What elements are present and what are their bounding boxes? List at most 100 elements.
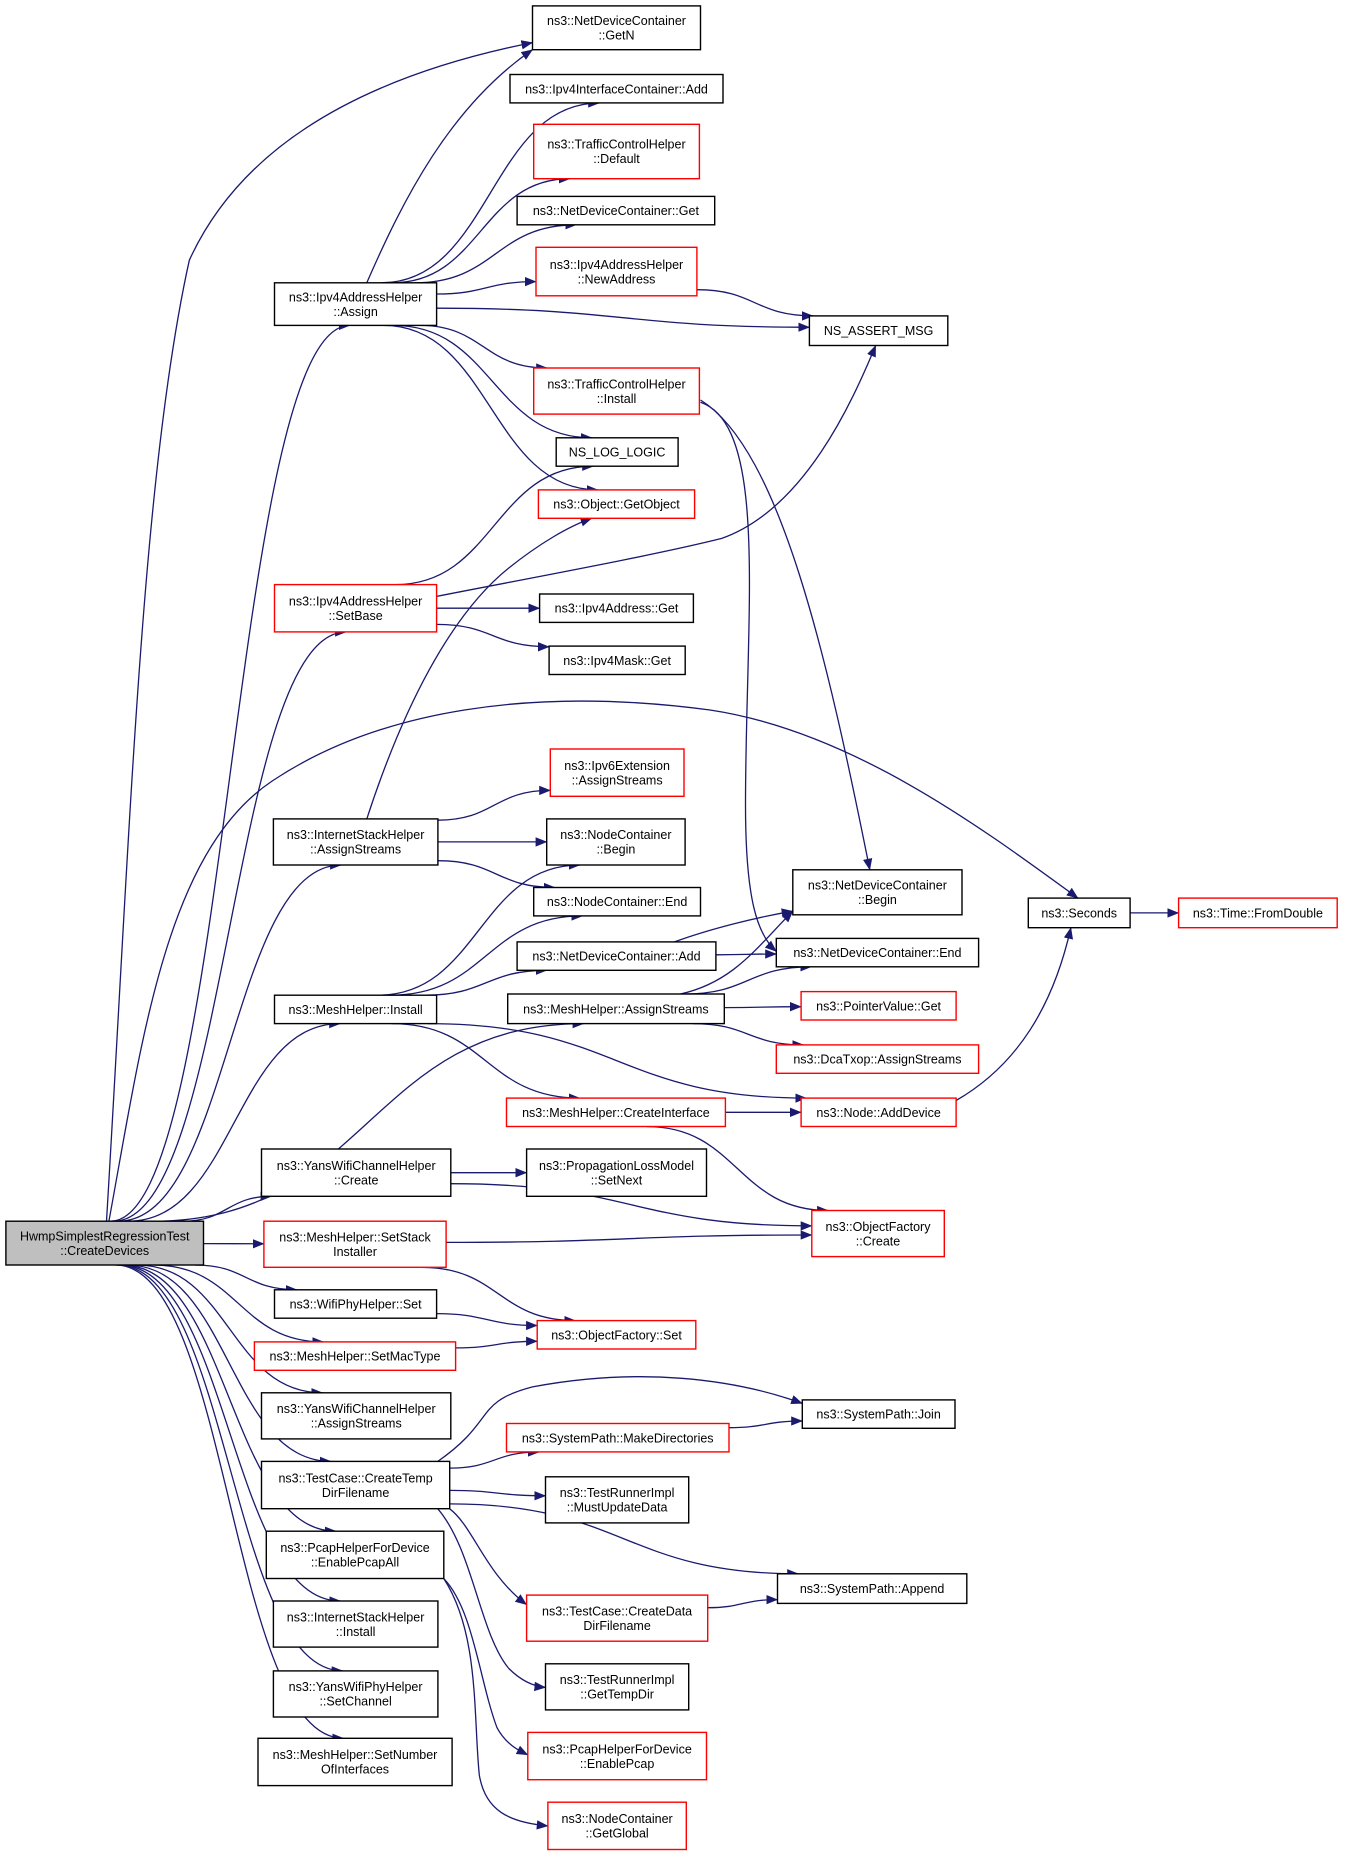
function-node-ywph_setch[interactable]: ns3::YansWifiPhyHelper::SetChannel — [272, 1670, 439, 1718]
function-node-of_create[interactable]: ns3::ObjectFactory::Create — [811, 1209, 945, 1258]
node-label-line: ns3::YansWifiChannelHelper — [277, 1402, 436, 1416]
node-label-line: ::GetTempDir — [580, 1688, 654, 1702]
call-edge-ipv4ah_setbase-to-ipv4mask_get — [436, 623, 550, 652]
function-node-phfd_enableall[interactable]: ns3::PcapHelperForDevice::EnablePcapAll — [265, 1530, 445, 1580]
node-box — [257, 1737, 453, 1787]
function-node-ywch_create[interactable]: ns3::YansWifiChannelHelper::Create — [260, 1148, 452, 1197]
function-node-tri_mustupdate[interactable]: ns3::TestRunnerImpl::MustUpdateData — [544, 1476, 690, 1524]
function-node-wph_set[interactable]: ns3::WifiPhyHelper::Set — [273, 1289, 438, 1319]
node-label-line: ns3::WifiPhyHelper::Set — [290, 1298, 423, 1312]
node-box — [273, 1289, 438, 1319]
node-box — [507, 993, 726, 1025]
call-edge-tc_createdata-to-sp_append — [707, 1594, 779, 1609]
function-node-sp_mkdirs[interactable]: ns3::SystemPath::MakeDirectories — [505, 1422, 730, 1453]
call-edge-mh_setmac-to-of_set — [455, 1336, 538, 1349]
call-edge-mh_createif-to-of_create — [646, 1125, 829, 1216]
function-node-ns_log[interactable]: NS_LOG_LOGIC — [555, 437, 679, 467]
node-label-line: ns3::PropagationLossModel — [539, 1159, 694, 1173]
node-label-line: ns3::DcaTxop::AssignStreams — [793, 1053, 961, 1067]
function-node-ipv4ic_add[interactable]: ns3::Ipv4InterfaceContainer::Add — [509, 73, 724, 104]
function-node-pv_get[interactable]: ns3::PointerValue::Get — [800, 990, 957, 1021]
node-label-line: ::Default — [593, 152, 640, 166]
function-node-ndc_get[interactable]: ns3::NetDeviceContainer::Get — [516, 195, 716, 226]
call-edge-mh_install-to-mh_createif — [391, 1022, 581, 1103]
function-node-ipv6ext_as[interactable]: ns3::Ipv6Extension::AssignStreams — [549, 748, 685, 797]
function-node-tri_gettemp[interactable]: ns3::TestRunnerImpl::GetTempDir — [544, 1663, 690, 1711]
function-node-mh_createif[interactable]: ns3::MeshHelper::CreateInterface — [505, 1097, 727, 1128]
function-node-nc_end[interactable]: ns3::NodeContainer::End — [533, 886, 702, 917]
function-node-obj_getobject[interactable]: ns3::Object::GetObject — [537, 489, 696, 519]
function-node-node_adddev[interactable]: ns3::Node::AddDevice — [800, 1097, 957, 1128]
node-label-line: ::AssignStreams — [310, 843, 401, 857]
function-node-ish_as[interactable]: ns3::InternetStackHelper::AssignStreams — [272, 818, 439, 866]
node-label-line: NS_ASSERT_MSG — [824, 324, 934, 338]
node-label-line: ns3::TrafficControlHelper — [547, 377, 685, 391]
function-node-nc_begin[interactable]: ns3::NodeContainer::Begin — [546, 818, 686, 866]
function-node-ndc_end[interactable]: ns3::NetDeviceContainer::End — [775, 937, 980, 968]
node-box — [538, 593, 695, 624]
function-node-mh_install[interactable]: ns3::MeshHelper::Install — [273, 994, 438, 1025]
node-box — [555, 437, 679, 467]
call-edge-tch_install-to-ndc_begin — [700, 399, 873, 871]
call-edge-ipv4ah_assign-to-obj_getobject — [383, 324, 599, 495]
function-node-ish_install[interactable]: ns3::InternetStackHelper::Install — [272, 1600, 439, 1648]
function-node-ipv4addr_get[interactable]: ns3::Ipv4Address::Get — [538, 593, 695, 624]
call-edge-ipv4ah_assign-to-tch_default — [391, 174, 571, 284]
function-node-ns_assert[interactable]: NS_ASSERT_MSG — [808, 315, 949, 347]
function-node-mh_setmac[interactable]: ns3::MeshHelper::SetMacType — [253, 1341, 457, 1372]
call-edge-ipv4ah_assign-to-ns_assert — [436, 307, 810, 332]
function-node-ipv4ah_newaddr[interactable]: ns3::Ipv4AddressHelper::NewAddress — [535, 246, 698, 297]
call-edge-mh_setstack-to-of_set — [421, 1266, 577, 1326]
function-node-time_fromdouble[interactable]: ns3::Time::FromDouble — [1177, 897, 1338, 929]
node-label-line: ::EnablePcap — [580, 1757, 654, 1771]
function-node-ndc_add[interactable]: ns3::NetDeviceContainer::Add — [516, 941, 717, 972]
node-label-line: DirFilename — [583, 1619, 650, 1633]
node-label-line: ns3::NetDeviceContainer::Get — [533, 204, 700, 218]
call-edge-ish_as-to-nc_end — [437, 860, 556, 893]
node-box — [533, 123, 701, 180]
node-label-line: ::Create — [334, 1173, 379, 1187]
function-node-ywch_as[interactable]: ns3::YansWifiChannelHelper::AssignStream… — [260, 1392, 452, 1440]
function-node-tch_install[interactable]: ns3::TrafficControlHelper::Install — [533, 367, 701, 415]
function-node-tch_default[interactable]: ns3::TrafficControlHelper::Default — [533, 123, 701, 180]
call-edge-sp_mkdirs-to-sp_join — [728, 1416, 803, 1429]
function-node-sp_append[interactable]: ns3::SystemPath::Append — [776, 1573, 968, 1605]
function-node-sp_join[interactable]: ns3::SystemPath::Join — [801, 1399, 956, 1430]
function-node-ipv4ah_assign[interactable]: ns3::Ipv4AddressHelper::Assign — [273, 282, 438, 327]
function-node-of_set[interactable]: ns3::ObjectFactory::Set — [536, 1319, 697, 1350]
function-node-ndc_begin[interactable]: ns3::NetDeviceContainer::Begin — [792, 869, 963, 916]
node-label-line: ns3::PcapHelperForDevice — [542, 1742, 691, 1756]
function-node-ipv4mask_get[interactable]: ns3::Ipv4Mask::Get — [548, 645, 686, 676]
node-box — [509, 73, 724, 104]
node-label-line: ::SetChannel — [319, 1695, 391, 1709]
node-box — [776, 1573, 968, 1605]
node-label-line: NS_LOG_LOGIC — [569, 446, 666, 460]
call-edge-root-to-phfd_enableall — [122, 1264, 337, 1536]
function-node-dca_as[interactable]: ns3::DcaTxop::AssignStreams — [775, 1044, 980, 1075]
function-node-nc_getglobal[interactable]: ns3::NodeContainer::GetGlobal — [547, 1801, 688, 1851]
function-node-plm_setnext[interactable]: ns3::PropagationLossModel::SetNext — [525, 1148, 708, 1197]
function-node-ndc_getn[interactable]: ns3::NetDeviceContainer::GetN — [531, 5, 702, 51]
call-edge-root-to-tc_createtemp — [127, 1264, 332, 1467]
function-node-root[interactable]: HwmpSimplestRegressionTest::CreateDevice… — [5, 1220, 205, 1266]
node-box — [505, 1422, 730, 1453]
node-label-line: ::EnablePcapAll — [311, 1556, 399, 1570]
function-node-seconds[interactable]: ns3::Seconds — [1027, 897, 1131, 929]
node-label-line: ns3::NetDeviceContainer::Add — [532, 950, 700, 964]
function-node-phfd_enable[interactable]: ns3::PcapHelperForDevice::EnablePcap — [527, 1731, 708, 1781]
call-edge-root-to-ywph_setch — [116, 1264, 344, 1676]
node-label-line: ns3::Ipv4AddressHelper — [289, 290, 422, 304]
call-edge-ipv4ah_setbase-to-ns_log — [395, 461, 594, 586]
node-label-line: ::Begin — [596, 843, 635, 857]
call-edge-mh_as-to-dca_as — [692, 1022, 805, 1050]
node-label-line: ns3::NodeContainer::End — [547, 895, 687, 909]
function-node-ipv4ah_setbase[interactable]: ns3::Ipv4AddressHelper::SetBase — [273, 583, 438, 633]
node-label-line: ns3::YansWifiChannelHelper — [277, 1159, 436, 1173]
function-node-mh_as[interactable]: ns3::MeshHelper::AssignStreams — [507, 993, 726, 1025]
node-box — [273, 994, 438, 1025]
